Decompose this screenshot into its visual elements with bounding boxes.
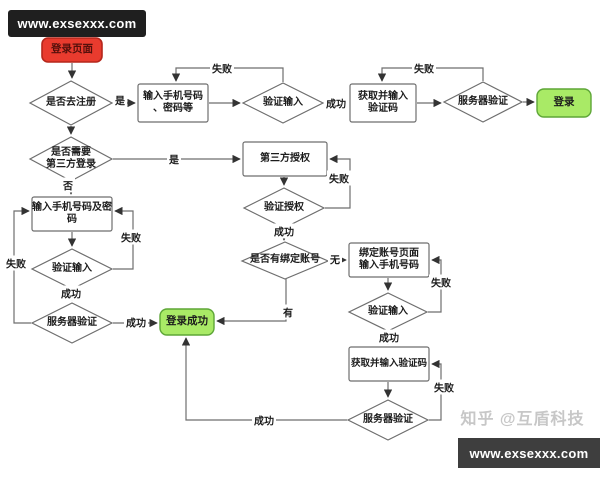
flow-edge-verify3-fail-loop: [428, 255, 442, 313]
process-input-phone-password-2-shape: [31, 196, 113, 232]
decision-server-verify-3-shape: [346, 399, 430, 441]
decision-verify-input-2-shape: [30, 248, 114, 290]
flow-edge-bound-have: [216, 279, 287, 326]
watermark-url-bottom: www.exsexxx.com: [469, 445, 589, 461]
flow-edge-server2-fail-loop: [13, 206, 31, 324]
flow-edge-server3-ok: [181, 337, 347, 421]
process-get-input-code-1-shape: [349, 83, 417, 123]
decision-verify-input-3-shape: [347, 292, 429, 332]
node-login-shape: [536, 88, 592, 118]
process-third-party-auth-shape: [242, 141, 328, 177]
decision-verify-auth-shape: [242, 187, 326, 229]
flow-edge-verifyauth-fail-loop: [325, 154, 351, 209]
watermark-url-top: www.exsexxx.com: [17, 16, 137, 31]
watermark-zhihu-text: 知乎 @互盾科技: [460, 411, 585, 428]
node-login-success-shape: [159, 308, 215, 336]
process-get-input-code-2-shape: [348, 346, 430, 382]
flow-edge-verify1-fail-loop: [171, 67, 284, 82]
node-login-page-shape: [41, 37, 103, 63]
decision-server-verify-2-shape: [30, 302, 114, 344]
watermark-bar-bottom: www.exsexxx.com: [458, 438, 600, 468]
flow-edge-server3-fail-loop: [429, 359, 442, 421]
process-input-phone-password-shape: [137, 83, 209, 123]
decision-has-bound-account-shape: [240, 241, 330, 280]
watermark-bar-top: www.exsexxx.com: [8, 10, 146, 37]
flow-edge-verify2-fail-loop: [113, 206, 134, 270]
decision-go-register-shape: [28, 80, 114, 126]
decision-need-third-party-shape: [28, 136, 114, 182]
flow-edge-server1-fail-loop: [377, 67, 484, 82]
decision-server-verify-1-shape: [442, 81, 524, 123]
process-bind-account-page-shape: [348, 242, 430, 278]
decision-verify-input-1-shape: [241, 82, 325, 124]
watermark-zhihu: 知乎 @互盾科技: [450, 405, 595, 429]
